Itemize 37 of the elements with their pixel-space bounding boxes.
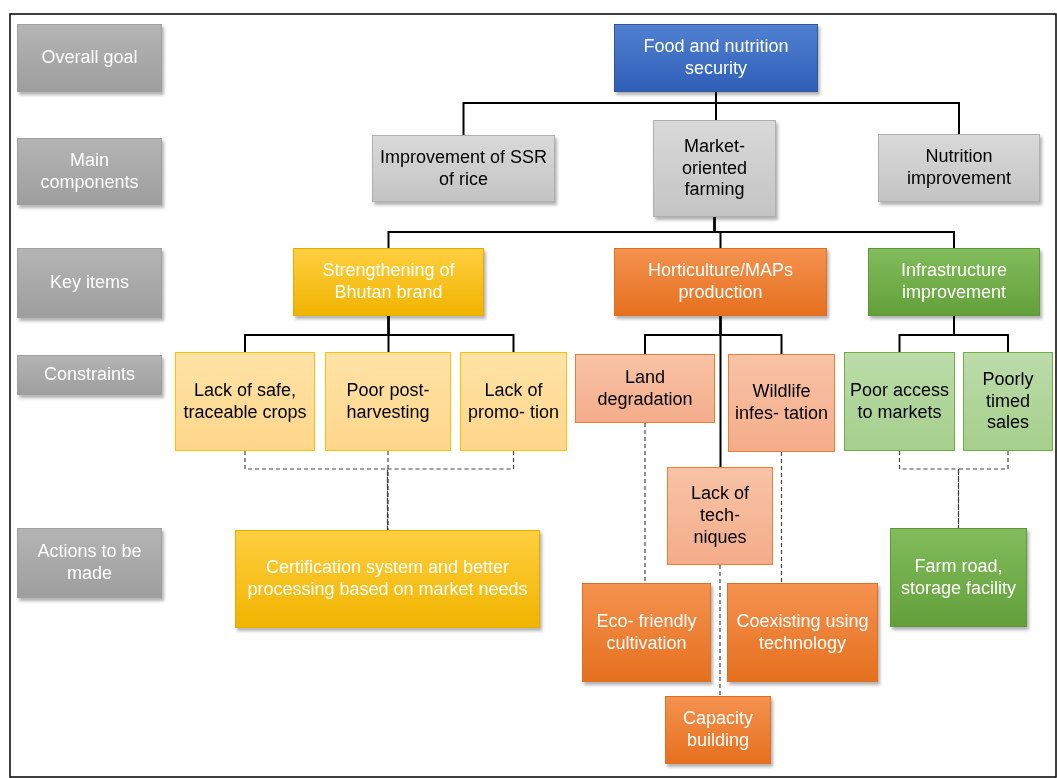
constraint-box: Poor post- harvesting	[325, 352, 451, 451]
component-box: Market- oriented farming	[653, 120, 776, 217]
dashed-connector	[898, 450, 960, 529]
constraint-box: Lack of safe, traceable crops	[175, 352, 315, 451]
constraint-box: Poor access to markets	[844, 352, 955, 451]
connector	[387, 315, 515, 353]
component-box: Nutrition improvement	[878, 134, 1040, 202]
constraint-box: Wildlife infes- tation	[728, 354, 835, 452]
row-label-box: Actions to be made	[17, 528, 162, 598]
key-item-box: Infrastructure improvement	[868, 248, 1040, 316]
goal-box: Food and nutrition security	[614, 24, 818, 92]
row-label-box: Constraints	[17, 355, 162, 395]
connector	[713, 216, 955, 249]
action-box: Coexisting using technology	[727, 583, 878, 682]
key-item-box: Strengthening of Bhutan brand	[293, 248, 484, 316]
action-box: Eco- friendly cultivation	[582, 583, 711, 682]
dashed-connector	[386, 450, 515, 531]
connector	[719, 315, 722, 468]
dashed-connector	[244, 450, 389, 531]
component-box: Improvement of SSR of rice	[372, 135, 555, 202]
dashed-connector	[719, 564, 721, 697]
action-box: Farm road, storage facility	[890, 528, 1027, 627]
action-box: Certification system and better processing based on market needs	[235, 530, 540, 628]
connector	[715, 91, 960, 135]
row-label-box: Overall goal	[17, 24, 162, 92]
constraint-box: Poorly timed sales	[963, 352, 1053, 451]
action-box: Capacity building	[665, 696, 771, 764]
dashed-connector	[644, 422, 646, 584]
row-label-box: Key items	[17, 248, 162, 318]
dashed-connector	[780, 451, 783, 584]
constraint-box: Lack of tech- niques	[667, 467, 773, 565]
dashed-connector	[387, 450, 389, 531]
connector	[953, 315, 1009, 353]
constraint-box: Land degradation	[575, 354, 715, 423]
constraint-box: Lack of promo- tion	[460, 352, 567, 451]
key-item-box: Horticulture/MAPs production	[614, 248, 827, 316]
row-label-box: Main components	[17, 138, 162, 205]
